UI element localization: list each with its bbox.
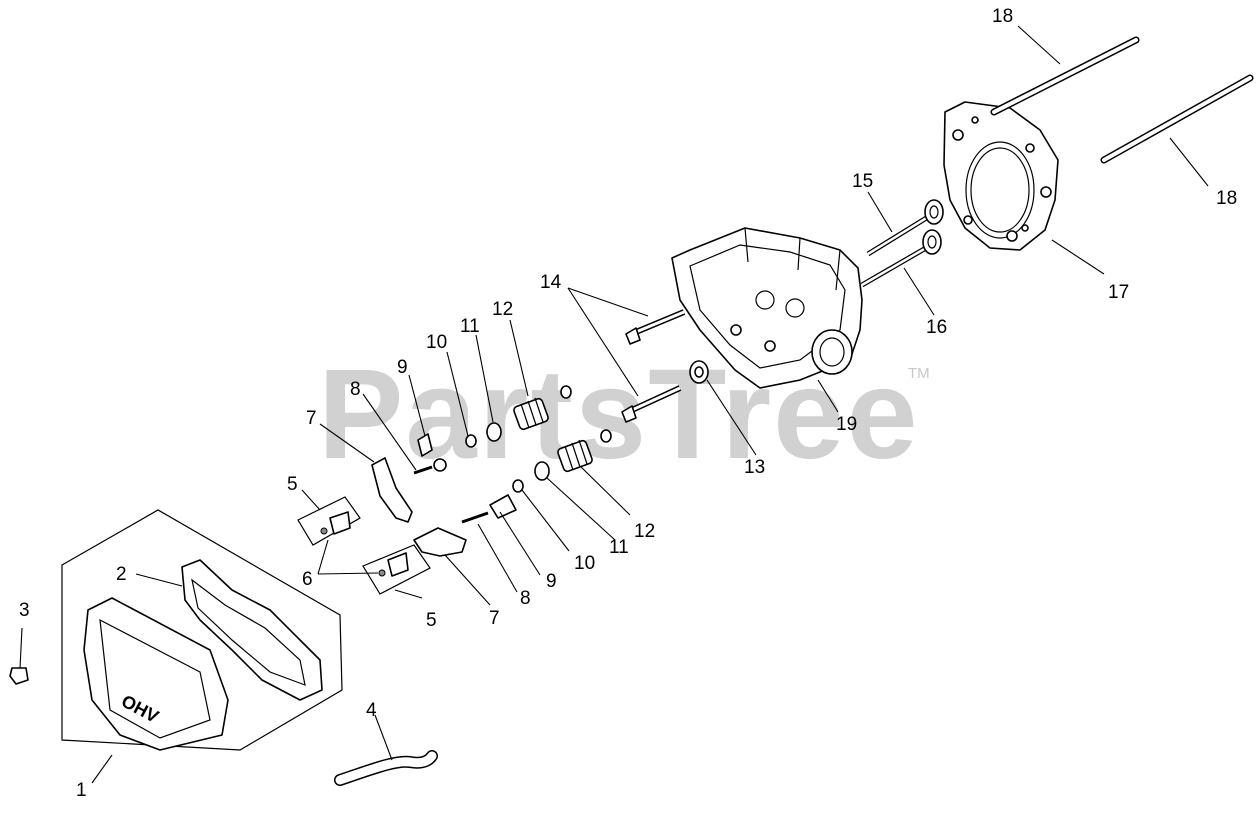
callout-2[interactable]: 2 xyxy=(116,564,127,585)
adjust-screw-lower xyxy=(461,511,489,524)
callout-17[interactable]: 17 xyxy=(1108,282,1129,303)
callout-11-upper[interactable]: 11 xyxy=(460,316,480,337)
callout-13[interactable]: 13 xyxy=(744,457,765,478)
callout-5-upper[interactable]: 5 xyxy=(287,474,298,495)
intake-valve xyxy=(866,199,944,257)
callout-7-upper[interactable]: 7 xyxy=(306,408,317,429)
callout-8-lower[interactable]: 8 xyxy=(520,588,531,609)
callout-12-lower[interactable]: 12 xyxy=(634,521,655,542)
valve-spring-upper xyxy=(513,397,549,431)
callout-19[interactable]: 19 xyxy=(836,414,857,435)
callout-5-lower[interactable]: 5 xyxy=(426,610,437,631)
head-gasket xyxy=(943,101,1059,251)
pivot-upper xyxy=(329,511,351,535)
valve-seal-upper xyxy=(560,385,572,399)
head-bolt-lower xyxy=(621,385,682,423)
callout-1[interactable]: 1 xyxy=(76,780,87,801)
valve-spring-lower xyxy=(557,439,593,473)
callout-18-lower[interactable]: 18 xyxy=(1216,188,1237,209)
callout-7-lower[interactable]: 7 xyxy=(489,608,500,629)
spring-retainer-lower xyxy=(534,461,550,481)
valve-cover-gasket xyxy=(181,559,323,701)
callout-16[interactable]: 16 xyxy=(926,317,947,338)
valve-cover-inner xyxy=(99,618,211,739)
exhaust-valve xyxy=(860,229,942,288)
callout-18-upper[interactable]: 18 xyxy=(992,6,1013,27)
gasket-inner xyxy=(191,578,306,686)
pivot-nut-upper xyxy=(320,527,328,535)
callout-8-upper[interactable]: 8 xyxy=(350,379,361,400)
pivot-lower xyxy=(387,552,409,577)
guide-plate-lower xyxy=(489,494,517,519)
head-bolt-upper xyxy=(625,309,686,345)
screw-head xyxy=(9,667,29,685)
leader-lines xyxy=(91,25,1209,784)
seal-washer-hole xyxy=(694,366,704,378)
push-rod-upper xyxy=(990,36,1140,116)
valve-cover-group: OHV xyxy=(61,509,343,751)
valve-cover-outline-box xyxy=(61,509,343,751)
push-rod-lower xyxy=(1100,74,1254,164)
callout-15[interactable]: 15 xyxy=(852,171,873,192)
washer-upper xyxy=(433,458,447,472)
callout-labels: 1 2 3 4 5 5 6 7 7 8 8 9 9 10 10 11 11 12… xyxy=(19,6,1237,801)
adjust-screw-upper xyxy=(413,465,433,475)
rocker-arm-lower xyxy=(413,527,467,557)
rocker-arm-upper xyxy=(371,457,413,523)
callout-14[interactable]: 14 xyxy=(540,272,562,293)
callout-6[interactable]: 6 xyxy=(302,569,313,590)
callout-9-lower[interactable]: 9 xyxy=(546,571,557,592)
pivot-box-lower xyxy=(362,544,431,595)
valve-cover xyxy=(83,597,229,751)
callout-4[interactable]: 4 xyxy=(366,700,377,721)
cover-screw xyxy=(9,627,29,685)
keeper-lower xyxy=(512,479,524,493)
pivot-nut-lower xyxy=(378,569,386,577)
callout-11-lower[interactable]: 11 xyxy=(609,537,629,558)
valve-seal-lower xyxy=(600,429,612,443)
callout-3[interactable]: 3 xyxy=(19,600,30,621)
callout-9-upper[interactable]: 9 xyxy=(397,357,408,378)
keeper-upper xyxy=(465,434,477,448)
pivot-box-upper xyxy=(297,496,361,546)
breather-hose xyxy=(335,751,437,785)
callout-12-upper[interactable]: 12 xyxy=(492,299,513,320)
spring-retainer-upper xyxy=(486,422,502,442)
callout-10-upper[interactable]: 10 xyxy=(426,332,447,353)
callout-10-lower[interactable]: 10 xyxy=(574,553,595,574)
cylinder-head xyxy=(671,227,863,389)
watermark-trademark: TM xyxy=(908,365,930,382)
